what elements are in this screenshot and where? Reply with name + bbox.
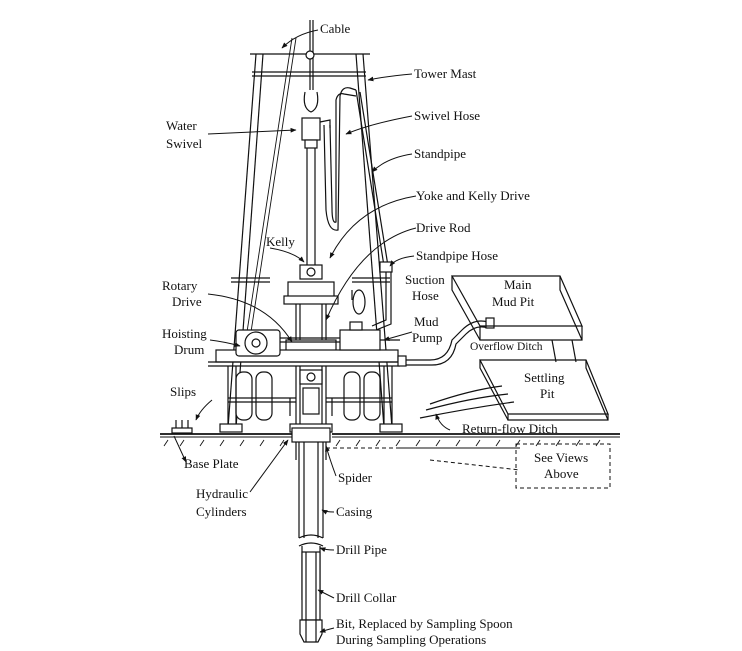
kelly-rod xyxy=(306,148,316,265)
label-see-views-1: See Views xyxy=(534,450,588,465)
label-rotary-drive-1: Rotary xyxy=(162,278,198,293)
label-group: Cable Tower Mast Water Swivel Swivel Hos… xyxy=(162,21,588,647)
label-water-swivel-2: Swivel xyxy=(166,136,203,151)
label-base-plate: Base Plate xyxy=(184,456,239,471)
standpipe xyxy=(355,89,393,273)
label-overflow-ditch: Overflow Ditch xyxy=(470,341,543,353)
mud-pump xyxy=(339,321,407,367)
ground-surface xyxy=(160,433,620,447)
rotary-drive xyxy=(270,337,352,353)
label-main-mud-pit-1: Main xyxy=(504,277,532,292)
label-drill-pipe: Drill Pipe xyxy=(336,542,387,557)
leader-lines xyxy=(173,29,451,633)
label-return-flow-ditch: Return-flow Ditch xyxy=(462,421,558,436)
label-casing: Casing xyxy=(336,504,373,519)
label-bit-2: During Sampling Operations xyxy=(336,632,486,647)
label-suction-hose-1: Suction xyxy=(405,272,445,287)
label-drive-rod: Drive Rod xyxy=(416,220,471,235)
return-flow-ditch xyxy=(419,385,515,419)
label-spider: Spider xyxy=(338,470,373,485)
standpipe-hose xyxy=(351,272,392,331)
label-main-mud-pit-2: Mud Pit xyxy=(492,294,535,309)
overflow-ditch xyxy=(551,339,577,363)
label-hoisting-drum-2: Drum xyxy=(174,342,204,357)
label-kelly: Kelly xyxy=(266,234,295,249)
label-slips: Slips xyxy=(170,384,196,399)
label-yoke-kelly: Yoke and Kelly Drive xyxy=(416,188,530,203)
spider xyxy=(291,427,331,460)
label-settling-pit-2: Pit xyxy=(540,386,555,401)
label-hydraulic-cyl-2: Cylinders xyxy=(196,504,247,519)
label-see-views-2: Above xyxy=(544,466,579,481)
drill-collar xyxy=(301,551,321,621)
label-drill-collar: Drill Collar xyxy=(336,590,397,605)
label-mud-pump-1: Mud xyxy=(414,314,439,329)
label-hydraulic-cyl-1: Hydraulic xyxy=(196,486,248,501)
water-swivel xyxy=(301,91,331,149)
settling-pit xyxy=(479,359,609,421)
swivel-hose xyxy=(323,87,357,231)
label-water-swivel-1: Water xyxy=(166,118,197,133)
label-swivel-hose: Swivel Hose xyxy=(414,108,480,123)
slips xyxy=(171,420,193,434)
yoke-kelly-drive xyxy=(283,264,339,345)
label-standpipe: Standpipe xyxy=(414,146,466,161)
label-rotary-drive-2: Drive xyxy=(172,294,202,309)
main-mud-pit xyxy=(450,275,583,341)
lower-frame xyxy=(219,366,403,433)
label-mud-pump-2: Pump xyxy=(412,330,442,345)
hoisting-drum xyxy=(235,329,281,357)
label-bit-1: Bit, Replaced by Sampling Spoon xyxy=(336,616,513,631)
label-standpipe-hose: Standpipe Hose xyxy=(416,248,498,263)
casing xyxy=(298,442,324,538)
bit xyxy=(299,619,323,643)
see-views-box xyxy=(326,443,611,489)
label-settling-pit-1: Settling xyxy=(524,370,565,385)
label-suction-hose-2: Hose xyxy=(412,288,439,303)
label-cable: Cable xyxy=(320,21,351,36)
label-hoisting-drum-1: Hoisting xyxy=(162,326,207,341)
label-tower-mast: Tower Mast xyxy=(414,66,477,81)
